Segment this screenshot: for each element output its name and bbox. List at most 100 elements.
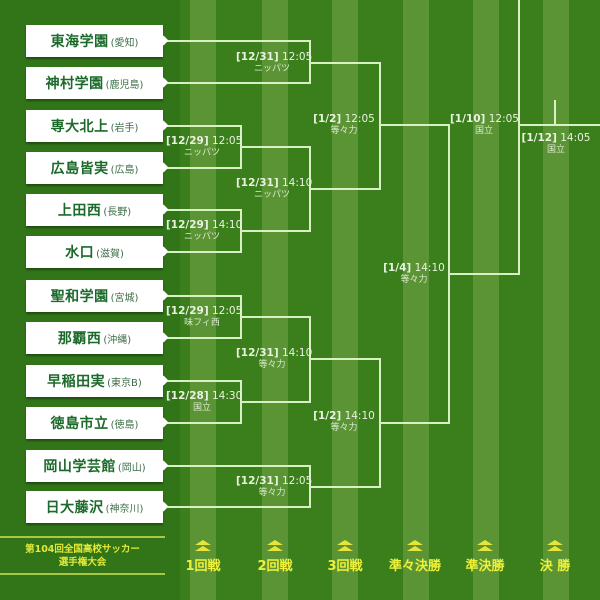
up-arrow-icon bbox=[545, 540, 565, 552]
bracket-line bbox=[163, 82, 310, 84]
team-box: 神村学園(鹿児島) bbox=[26, 67, 169, 99]
match-date: [12/29] bbox=[166, 135, 209, 147]
bracket-line bbox=[163, 40, 310, 42]
team-box: 専大北上(岩手) bbox=[26, 110, 169, 142]
round-label-text: 1回戦 bbox=[185, 559, 221, 574]
bracket-line bbox=[163, 251, 241, 253]
team-name: 日大藤沢 bbox=[45, 500, 104, 516]
match-time: 14:30 bbox=[212, 390, 243, 402]
match-venue: 等々力 bbox=[400, 275, 428, 285]
team-prefecture: (広島) bbox=[110, 164, 139, 176]
match-time: 12:05 bbox=[488, 113, 519, 125]
pitch-stripe bbox=[543, 0, 569, 600]
bracket-line bbox=[309, 358, 380, 360]
round-label-text: 2回戦 bbox=[257, 559, 293, 574]
team-name: 早稲田実 bbox=[47, 374, 106, 390]
team-prefecture: (岩手) bbox=[110, 122, 139, 134]
team-prefecture: (宮城) bbox=[110, 292, 139, 304]
match-time: 12:05 bbox=[282, 475, 313, 487]
round-label-text: 決 勝 bbox=[539, 559, 571, 574]
bracket-line bbox=[518, 0, 520, 275]
match-time: 14:10 bbox=[344, 410, 375, 422]
bracket-line bbox=[163, 380, 241, 382]
up-arrow-icon bbox=[335, 540, 355, 552]
up-arrow-icon bbox=[265, 540, 285, 552]
match-venue: ニッパツ bbox=[183, 232, 220, 242]
team-name: 上田西 bbox=[57, 203, 102, 219]
round-label-text: 準決勝 bbox=[465, 559, 505, 574]
team-box: 上田西(長野) bbox=[26, 194, 169, 226]
match-label: [1/2] 14:10 等々力 bbox=[310, 410, 378, 434]
match-date: [1/10] bbox=[450, 113, 486, 125]
team-box: 日大藤沢(神奈川) bbox=[26, 491, 169, 523]
bracket-line bbox=[163, 209, 241, 211]
match-time: 14:10 bbox=[212, 219, 243, 231]
match-label: [1/2] 12:05 等々力 bbox=[310, 113, 378, 137]
match-time: 14:05 bbox=[560, 132, 591, 144]
team-prefecture: (東京B) bbox=[107, 377, 142, 389]
pitch-stripe bbox=[190, 0, 216, 600]
team-box: 徳島市立(徳島) bbox=[26, 407, 169, 439]
team-box: 東海学園(愛知) bbox=[26, 25, 169, 57]
bracket-line bbox=[163, 167, 241, 169]
bracket-line bbox=[163, 422, 241, 424]
match-date: [12/31] bbox=[236, 475, 279, 487]
match-label: [1/12] 14:05 国立 bbox=[520, 132, 592, 156]
bracket-line bbox=[240, 401, 310, 403]
bracket-line bbox=[163, 465, 310, 467]
match-venue: 等々力 bbox=[258, 360, 286, 370]
team-name: 岡山学芸館 bbox=[43, 459, 116, 475]
team-prefecture: (神奈川) bbox=[105, 503, 144, 515]
up-arrow-icon bbox=[193, 540, 213, 552]
match-time: 12:05 bbox=[212, 305, 243, 317]
bracket-line bbox=[163, 506, 310, 508]
round-label: 3回戦 bbox=[310, 540, 380, 574]
match-venue: 等々力 bbox=[258, 488, 286, 498]
team-prefecture: (鹿児島) bbox=[105, 79, 144, 91]
team-box: 聖和学園(宮城) bbox=[26, 280, 169, 312]
bracket-line bbox=[309, 62, 380, 64]
team-name: 徳島市立 bbox=[50, 416, 109, 432]
match-date: [12/31] bbox=[236, 177, 279, 189]
match-label: [12/31] 12:05 等々力 bbox=[236, 475, 312, 499]
match-time: 14:10 bbox=[282, 177, 313, 189]
match-venue: ニッパツ bbox=[183, 148, 220, 158]
match-date: [12/29] bbox=[166, 219, 209, 231]
match-date: [1/2] bbox=[313, 113, 342, 125]
round-label: 決 勝 bbox=[520, 540, 590, 574]
bracket-line bbox=[240, 146, 310, 148]
round-label-text: 3回戦 bbox=[327, 559, 363, 574]
team-box: 那覇西(沖縄) bbox=[26, 322, 169, 354]
bracket-line bbox=[379, 124, 449, 126]
team-box: 広島皆実(広島) bbox=[26, 152, 169, 184]
team-name: 東海学園 bbox=[50, 34, 109, 50]
team-box: 岡山学芸館(岡山) bbox=[26, 450, 169, 482]
match-date: [12/28] bbox=[166, 390, 209, 402]
match-label: [12/31] 12:05 ニッパツ bbox=[236, 51, 312, 75]
team-prefecture: (徳島) bbox=[110, 419, 139, 431]
match-label: [1/4] 14:10 等々力 bbox=[380, 262, 448, 286]
team-prefecture: (愛知) bbox=[110, 37, 139, 49]
match-venue: 国立 bbox=[474, 126, 493, 136]
bracket-line bbox=[240, 230, 310, 232]
bracket-line bbox=[240, 316, 310, 318]
round-label: 1回戦 bbox=[168, 540, 238, 574]
match-time: 14:10 bbox=[414, 262, 445, 274]
team-name: 神村学園 bbox=[45, 76, 104, 92]
pitch-stripe bbox=[473, 0, 499, 600]
bracket-line bbox=[309, 486, 380, 488]
pitch-stripe bbox=[262, 0, 288, 600]
team-prefecture: (岡山) bbox=[117, 462, 146, 474]
match-date: [1/4] bbox=[383, 262, 412, 274]
match-venue: 等々力 bbox=[330, 126, 358, 136]
team-box: 早稲田実(東京B) bbox=[26, 365, 169, 397]
team-name: 広島皆実 bbox=[50, 161, 109, 177]
match-date: [12/31] bbox=[236, 347, 279, 359]
match-time: 12:05 bbox=[344, 113, 375, 125]
match-venue: 味フィ西 bbox=[184, 318, 220, 328]
tournament-title-line1: 第104回全国高校サッカー bbox=[25, 544, 140, 555]
match-label: [12/31] 14:10 ニッパツ bbox=[236, 177, 312, 201]
bracket-line bbox=[163, 295, 241, 297]
round-label: 準決勝 bbox=[450, 540, 520, 574]
team-name: 聖和学園 bbox=[50, 289, 109, 305]
